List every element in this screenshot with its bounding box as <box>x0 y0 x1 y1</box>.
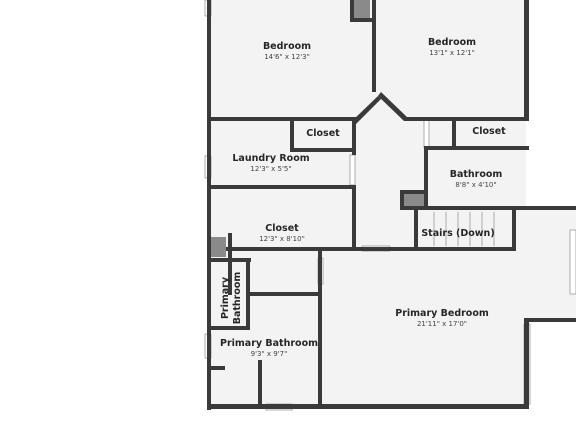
primary-bathroom-dims: 9'3" x 9'7" <box>251 350 288 358</box>
laundry-dims: 12'3" x 5'5" <box>250 165 291 173</box>
primary-bedroom-label: Primary Bedroom <box>395 308 489 319</box>
svg-text:Bathroom: Bathroom <box>232 272 243 325</box>
bedroom-2-label: Bedroom <box>428 37 476 48</box>
stair-treads <box>433 212 495 246</box>
closet-1-label: Closet <box>306 128 340 139</box>
svg-text:Primary: Primary <box>220 276 231 319</box>
closet-3-label: Closet <box>265 223 299 234</box>
closet-3-dims: 12'3" x 8'10" <box>259 235 305 243</box>
primary-bedroom-dims: 21'11" x 17'0" <box>417 320 467 328</box>
stairs-label: Stairs (Down) <box>421 228 494 239</box>
closet-2-label: Closet <box>472 126 506 137</box>
primary-bathroom-label: Primary Bathroom <box>220 338 318 349</box>
hatch-boxes <box>211 0 424 257</box>
walls <box>207 0 576 410</box>
bathroom-label: Bathroom <box>450 169 503 180</box>
bedroom-2-dims: 13'1" x 12'1" <box>429 49 475 57</box>
primary-bathroom-small-label: Primary Bathroom <box>220 272 243 325</box>
laundry-label: Laundry Room <box>232 153 309 164</box>
bedroom-1-dims: 14'6" x 12'3" <box>264 53 310 61</box>
floor-area <box>210 0 576 406</box>
bedroom-1-label: Bedroom <box>263 41 311 52</box>
bathroom-dims: 8'8" x 4'10" <box>455 181 496 189</box>
